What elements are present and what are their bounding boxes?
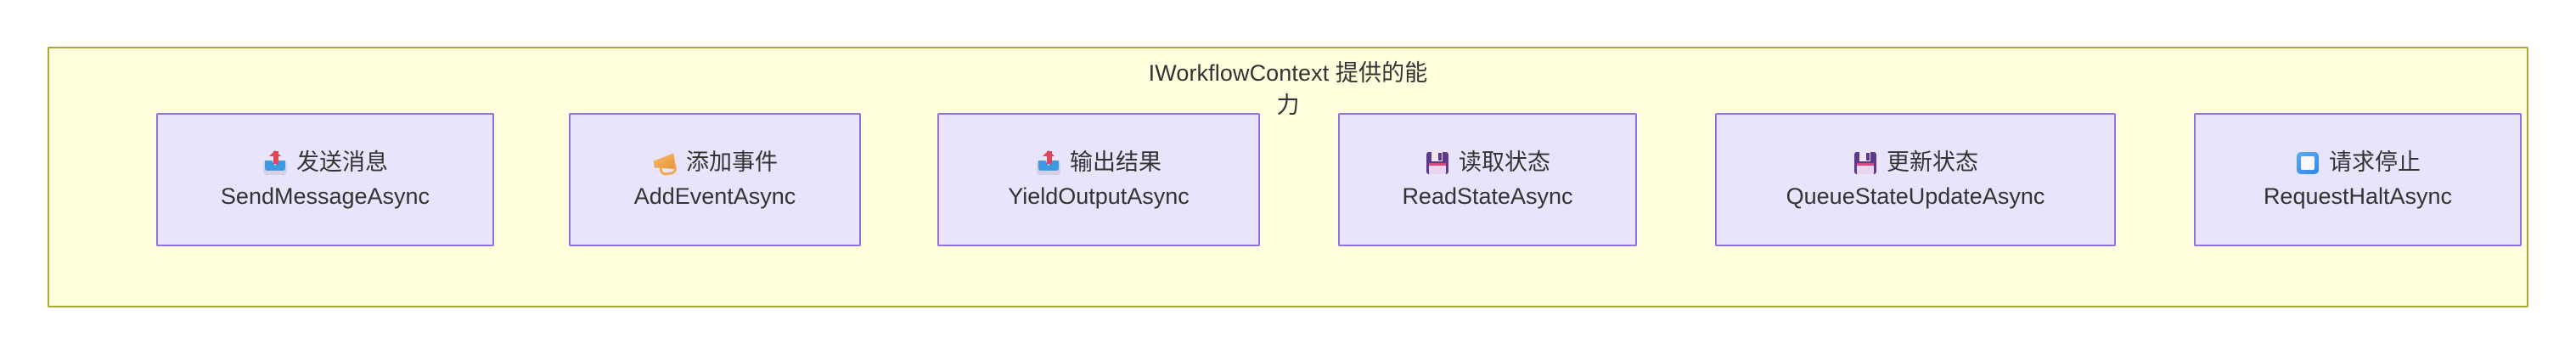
node-request-halt[interactable]: 请求停止 RequestHaltAsync — [2194, 113, 2522, 246]
node-primary-line: 请求停止 — [2295, 147, 2421, 178]
node-label-cn: 请求停止 — [2329, 149, 2421, 176]
subgraph-container: IWorkflowContext 提供的能力 发送消息 SendMessageA… — [48, 47, 2528, 307]
outbox-tray-icon — [262, 149, 288, 176]
floppy-disk-icon — [1425, 150, 1450, 176]
node-row: 发送消息 SendMessageAsync 添加事件 AddEventAsync — [49, 113, 2527, 309]
node-label-en: ReadStateAsync — [1402, 183, 1573, 209]
node-label-en: RequestHaltAsync — [2263, 183, 2453, 209]
subgraph-title: IWorkflowContext 提供的能力 — [1148, 60, 1428, 119]
node-read-state[interactable]: 读取状态 ReadStateAsync — [1338, 113, 1637, 246]
outbox-tray-icon — [1036, 149, 1061, 176]
node-primary-line: 添加事件 — [652, 147, 778, 178]
node-yield-output[interactable]: 输出结果 YieldOutputAsync — [937, 113, 1260, 246]
node-label-en: QueueStateUpdateAsync — [1786, 183, 2045, 209]
node-label-cn: 输出结果 — [1070, 149, 1161, 176]
node-label-cn: 更新状态 — [1887, 149, 1978, 176]
node-label-en: YieldOutputAsync — [1008, 183, 1190, 209]
floppy-disk-icon — [1853, 150, 1878, 176]
node-add-event[interactable]: 添加事件 AddEventAsync — [569, 113, 861, 246]
node-primary-line: 输出结果 — [1036, 147, 1161, 178]
node-queue-state-update[interactable]: 更新状态 QueueStateUpdateAsync — [1715, 113, 2116, 246]
node-send-message[interactable]: 发送消息 SendMessageAsync — [156, 113, 494, 246]
square-button-icon — [2295, 150, 2320, 176]
node-label-cn: 发送消息 — [296, 149, 388, 176]
node-label-en: AddEventAsync — [633, 183, 796, 209]
megaphone-icon — [652, 150, 678, 177]
node-primary-line: 发送消息 — [262, 147, 388, 178]
node-label-en: SendMessageAsync — [220, 183, 430, 209]
node-label-cn: 添加事件 — [686, 149, 778, 176]
node-primary-line: 读取状态 — [1425, 147, 1550, 178]
node-primary-line: 更新状态 — [1853, 147, 1978, 178]
node-label-cn: 读取状态 — [1459, 149, 1550, 176]
